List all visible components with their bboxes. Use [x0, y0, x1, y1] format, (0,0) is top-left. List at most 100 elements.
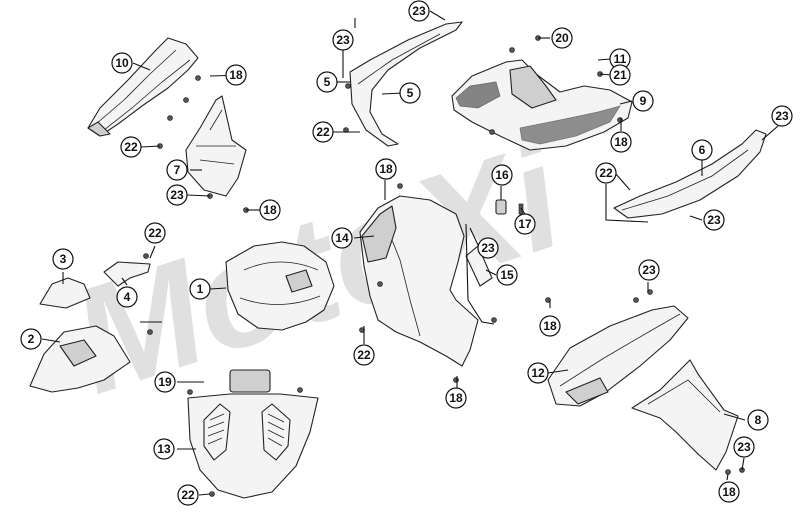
- callout-18: 18: [539, 315, 561, 337]
- callout-22: 22: [595, 162, 617, 184]
- callout-number: 13: [157, 442, 171, 456]
- callout-11: 11: [609, 48, 631, 70]
- callout-circle: [259, 199, 281, 221]
- callout-22: 22: [312, 121, 334, 143]
- callout-circle: [332, 29, 354, 51]
- callout-21: 21: [609, 64, 631, 86]
- part-rear-side-panel: [613, 129, 767, 219]
- callout-15: 15: [496, 264, 518, 286]
- callout-22: 22: [177, 484, 199, 506]
- callout-circle: [144, 222, 166, 244]
- callout-number: 23: [642, 263, 656, 277]
- callout-number: 18: [722, 485, 736, 499]
- callout-22: 22: [353, 344, 375, 366]
- callout-number: 23: [707, 213, 721, 227]
- callout-number: 1: [197, 282, 204, 296]
- callout-14: 14: [331, 227, 353, 249]
- callout-circle: [225, 64, 247, 86]
- callout-circle: [747, 409, 769, 431]
- callout-circle: [718, 481, 740, 503]
- callout-circle: [527, 362, 549, 384]
- callout-number: 18: [379, 162, 393, 176]
- callout-number: 20: [555, 31, 569, 45]
- callout-number: 22: [124, 140, 138, 154]
- callout-number: 22: [181, 488, 195, 502]
- callout-number: 22: [599, 166, 613, 180]
- callout-2: 2: [20, 328, 42, 350]
- callout-7: 7: [166, 159, 188, 181]
- callout-number: 18: [449, 391, 463, 405]
- callout-20: 20: [551, 27, 573, 49]
- callout-circle: [177, 484, 199, 506]
- callout-circle: [491, 164, 513, 186]
- callout-5: 5: [316, 71, 338, 93]
- callout-23: 23: [638, 259, 660, 281]
- callout-number: 18: [229, 68, 243, 82]
- callout-22: 22: [120, 136, 142, 158]
- callout-circle: [703, 209, 725, 231]
- callout-6: 6: [691, 139, 713, 161]
- callout-circle: [153, 438, 175, 460]
- callout-number: 23: [481, 241, 495, 255]
- callout-12: 12: [527, 362, 549, 384]
- callout-number: 11: [614, 52, 627, 66]
- callout-circle: [691, 139, 713, 161]
- callout-circle: [20, 328, 42, 350]
- callout-23: 23: [477, 237, 499, 259]
- callout-23: 23: [408, 0, 430, 22]
- callout-number: 18: [614, 135, 628, 149]
- callout-number: 18: [263, 203, 277, 217]
- callout-circle: [312, 121, 334, 143]
- callout-number: 4: [124, 290, 131, 304]
- part-lower-side-cover: [547, 305, 689, 407]
- part-small-clip: [495, 199, 524, 215]
- callout-17: 17: [514, 213, 536, 235]
- callout-circle: [154, 371, 176, 393]
- callout-circle: [375, 158, 397, 180]
- callout-3: 3: [52, 248, 74, 270]
- part-floor-panel: [451, 59, 633, 151]
- callout-circle: [539, 315, 561, 337]
- callout-5: 5: [399, 82, 421, 104]
- callout-number: 14: [335, 231, 349, 245]
- callout-circle: [399, 82, 421, 104]
- part-side-strip: [349, 21, 463, 147]
- callout-23: 23: [733, 436, 755, 458]
- part-front-upper-cover: [87, 37, 199, 137]
- callout-number: 18: [543, 319, 557, 333]
- callout-18: 18: [610, 131, 632, 153]
- leader-lines: [41, 10, 779, 496]
- callout-number: 21: [613, 68, 627, 82]
- callout-circle: [189, 278, 211, 300]
- callout-number: 17: [518, 217, 532, 231]
- part-front-panel: [187, 369, 319, 499]
- callout-circle: [111, 52, 133, 74]
- callout-circle: [120, 136, 142, 158]
- callout-19: 19: [154, 371, 176, 393]
- callout-circle: [408, 0, 430, 22]
- callout-number: 22: [357, 348, 371, 362]
- callout-number: 23: [775, 109, 789, 123]
- callout-number: 23: [336, 33, 350, 47]
- callout-number: 22: [316, 125, 330, 139]
- callout-number: 9: [640, 94, 647, 108]
- callout-number: 6: [699, 143, 706, 157]
- callout-16: 16: [491, 164, 513, 186]
- part-inner-bracket-panel: [185, 95, 247, 197]
- callout-circle: [632, 90, 654, 112]
- callout-number: 7: [174, 163, 181, 177]
- callout-number: 23: [737, 440, 751, 454]
- callout-number: 16: [495, 168, 509, 182]
- part-inner-storage-box: [225, 241, 335, 331]
- callout-number: 12: [531, 366, 545, 380]
- callout-18: 18: [259, 199, 281, 221]
- callout-23: 23: [166, 184, 188, 206]
- callout-circle: [638, 259, 660, 281]
- part-side-wing: [631, 359, 739, 471]
- callout-number: 3: [60, 252, 67, 266]
- callout-9: 9: [632, 90, 654, 112]
- callout-circle: [609, 64, 631, 86]
- callout-circle: [733, 436, 755, 458]
